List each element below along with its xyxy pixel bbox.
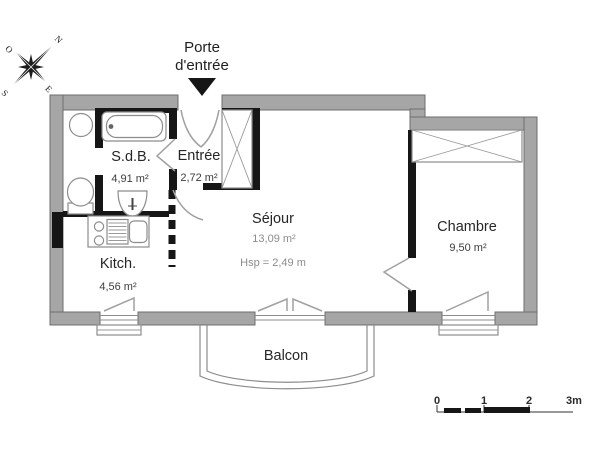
entry-livingroom-door-swing: [172, 189, 204, 221]
room-area-sejour: 13,09 m²: [252, 233, 296, 245]
outer-walls: [49, 94, 538, 326]
compass-rose-icon: N E S O: [0, 34, 65, 99]
compass-s: S: [0, 88, 10, 99]
compass-o: O: [3, 43, 15, 55]
kitchen-counter-icon: [87, 215, 150, 248]
room-area-sdb: 4,91 m²: [111, 173, 149, 185]
scale-0: 0: [434, 395, 440, 407]
room-area-chambre: 9,50 m²: [449, 242, 487, 254]
balcony-outline: [199, 325, 375, 390]
entry-closet-icon: [221, 109, 253, 189]
scale-1: 1: [481, 395, 487, 407]
door-swings: [103, 109, 489, 312]
pedestal-sink-icon: [117, 190, 148, 217]
labels: Porte d'entrée S.d.B. 4,91 m² Entrée 2,7…: [99, 39, 496, 364]
compass-e: E: [43, 83, 54, 94]
bathtub-icon: [101, 111, 167, 142]
room-label-balcon: Balcon: [264, 348, 308, 364]
balcony-door-glazing-icon: [255, 315, 325, 321]
kitchen-window-casement: [103, 296, 135, 312]
scale-3m: 3m: [566, 395, 582, 407]
room-label-entree: Entrée: [178, 148, 221, 164]
scale-bar: 0 1 2 3m: [434, 395, 582, 413]
room-area-entree: 2,72 m²: [180, 172, 218, 184]
entrance-door-swing2: [200, 109, 220, 148]
bedroom-door-leaf: [382, 257, 413, 292]
scale-2: 2: [526, 395, 532, 407]
bedroom-closet-icon: [411, 129, 523, 163]
kitchen-window-icon: [96, 315, 142, 336]
washbasin-icon: [68, 112, 94, 138]
bedroom-window-icon: [438, 315, 499, 336]
entrance-arrow-icon: [188, 78, 216, 96]
balcony-door-casement-right: [292, 297, 323, 312]
room-hsp-sejour: Hsp = 2,49 m: [240, 257, 306, 269]
windows: [96, 315, 499, 336]
room-label-sejour: Séjour: [252, 211, 294, 227]
compass-n: N: [53, 34, 65, 46]
entrance-label-line1: Porte: [184, 39, 220, 56]
entrance-label-line2: d'entrée: [175, 57, 229, 74]
bedroom-window-casement: [445, 290, 489, 312]
balcony-door-casement-left: [257, 297, 288, 312]
fixtures: [66, 109, 523, 248]
entrance-door-swing: [180, 109, 202, 148]
bathroom-door-leaf: [155, 138, 176, 172]
room-area-kitch: 4,56 m²: [99, 281, 137, 293]
toilet-icon: [66, 177, 95, 215]
room-label-sdb: S.d.B.: [111, 149, 151, 165]
room-label-chambre: Chambre: [437, 219, 497, 235]
room-label-kitch: Kitch.: [100, 256, 136, 272]
